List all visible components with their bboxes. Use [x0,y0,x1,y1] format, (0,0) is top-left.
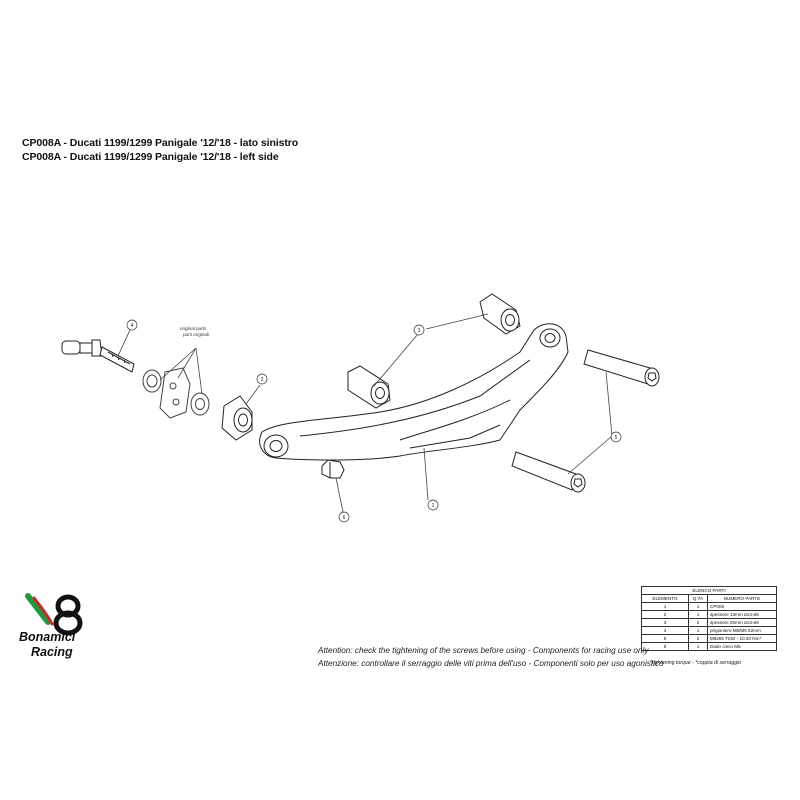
screw-part-5-upper [583,349,660,387]
callout-number-1: 1 [432,503,435,509]
title-italian: CP008A - Ducati 1199/1299 Panigale '12/'… [22,137,299,149]
callout-5 [610,431,622,443]
leader-lines [117,313,613,513]
cell-numero-parte: Dado cieco M5 [707,642,777,651]
cell-qta: 1 [688,642,708,651]
callout-number-5: 5 [615,435,618,441]
logo-text-racing: Racing [31,645,73,659]
header-qta: Q.TA [688,594,708,603]
table-row: 6 1 Dado cieco M5 [641,642,777,651]
header-elemento: ELEMENTO [641,594,689,603]
cell-qta: 2 [688,634,708,643]
original-parts-label-it: parti originali [182,332,210,337]
header-numero-parte: NUMERO PARTE [707,594,777,603]
original-parts [142,367,210,419]
callout-6 [338,511,350,523]
torque-note: *tightening torque - *coppia di serraggi… [650,660,742,666]
bonamici-logo-icon [25,593,83,636]
callout-1 [427,499,439,511]
callout-4 [126,319,138,331]
stud-part-4 [61,339,135,373]
table-row: 5 2 M6x55 TCEI - 10.30 Nm* [641,634,777,643]
callout-2 [256,373,268,385]
warning-english: Attention: check the tightening of the s… [318,646,649,655]
callout-numbers: 4 2 3 1 5 6 [131,323,618,521]
callout-number-4: 4 [131,323,134,329]
table-row: 2 1 spessore 13mm ø14-ø5 [641,610,777,619]
cell-qta: 1 [688,610,708,619]
screw-part-5-lower [511,451,586,493]
bracket-part-1 [259,323,569,461]
cell-elemento: 2 [641,610,689,619]
cell-numero-parte: CP008 [707,602,777,611]
callout-number-2: 2 [261,377,264,383]
capnut-part-6 [321,459,345,479]
callout-number-6: 6 [343,515,346,521]
cell-qta: 1 [688,626,708,635]
table-row: 3 2 spessore 25mm ø13-ø6 [641,618,777,627]
spacer-part-3-lower [347,365,391,409]
spacer-part-2 [221,395,253,441]
cell-qta: 1 [688,602,708,611]
spacer-part-3-upper [479,293,521,335]
cell-qta: 2 [688,618,708,627]
table-row: 1 1 CP008 [641,602,777,611]
original-parts-label-en: original parts [180,326,207,331]
cell-elemento: 6 [641,642,689,651]
cell-numero-parte: spessore 25mm ø13-ø6 [707,618,777,627]
cell-numero-parte: M6x55 TCEI - 10.30 Nm* [707,634,777,643]
parts-list-table: ELENCO PARTI ELEMENTO Q.TA NUMERO PARTE … [641,586,777,651]
parts-table-header-row: ELEMENTO Q.TA NUMERO PARTE [641,594,777,603]
parts-table-caption: ELENCO PARTI [641,586,777,595]
cell-elemento: 3 [641,618,689,627]
logo-text-bonamici: Bonamici [19,630,76,644]
callout-number-3: 3 [418,328,421,334]
callout-3 [413,324,425,336]
cell-numero-parte: spessore 13mm ø14-ø5 [707,610,777,619]
parts-table-caption-row: ELENCO PARTI [641,586,777,595]
cell-elemento: 5 [641,634,689,643]
table-row: 4 1 prigioniero M5/M6 62mm [641,626,777,635]
title-english: CP008A - Ducati 1199/1299 Panigale '12/'… [22,151,279,163]
callout-circles [126,319,622,523]
cell-elemento: 1 [641,602,689,611]
cell-elemento: 4 [641,626,689,635]
cell-numero-parte: prigioniero M5/M6 62mm [707,626,777,635]
warning-italian: Attenzione: controllare il serraggio del… [318,659,664,668]
